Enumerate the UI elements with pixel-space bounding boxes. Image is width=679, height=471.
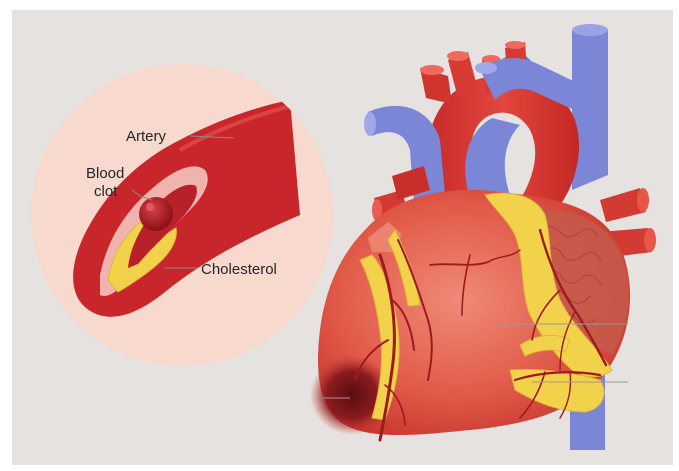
- artery-inset: [31, 64, 333, 366]
- label-artery: Artery: [126, 128, 167, 145]
- label-blood-clot-line2: clot: [94, 183, 118, 200]
- label-cholesterol: Cholesterol: [201, 261, 277, 278]
- blood-clot: [139, 197, 173, 231]
- label-blood-clot-line1: Blood: [86, 165, 124, 182]
